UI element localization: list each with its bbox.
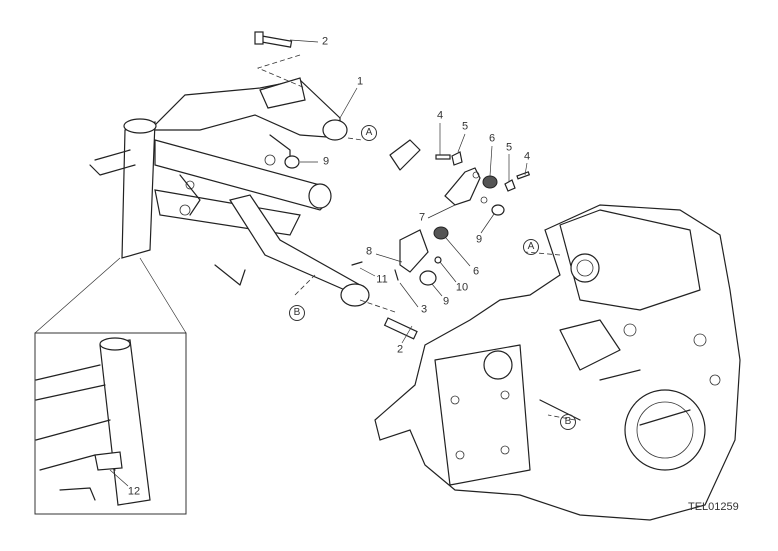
callout-1: 1 — [356, 75, 364, 88]
callout-5: 5 — [505, 141, 513, 154]
callout-9: 9 — [475, 233, 483, 246]
callout-8: 8 — [365, 245, 373, 258]
drawing-code: TEL01259 — [688, 501, 739, 513]
reference-a-frame: A — [361, 125, 377, 141]
callout-9: 9 — [322, 155, 330, 168]
callout-9: 9 — [442, 295, 450, 308]
callout-2: 2 — [321, 35, 329, 48]
reference-a-engine: A — [523, 239, 539, 255]
callout-12: 12 — [127, 485, 141, 498]
leader-lines — [109, 39, 528, 487]
inset-detail — [35, 337, 151, 506]
callout-11: 11 — [376, 273, 388, 286]
callout-4: 4 — [523, 150, 531, 163]
callout-4: 4 — [436, 109, 444, 122]
engine-assembly — [374, 204, 741, 521]
callout-3: 3 — [420, 303, 428, 316]
callout-2: 2 — [396, 343, 404, 356]
callout-5: 5 — [461, 120, 469, 133]
reference-b-engine: B — [560, 414, 576, 430]
callout-6: 6 — [488, 132, 496, 145]
reference-b-frame: B — [289, 305, 305, 321]
callout-10: 10 — [455, 281, 469, 294]
callout-6: 6 — [472, 265, 480, 278]
callout-7: 7 — [418, 211, 426, 224]
bolt-top — [254, 31, 293, 48]
frame-assembly — [89, 77, 421, 307]
